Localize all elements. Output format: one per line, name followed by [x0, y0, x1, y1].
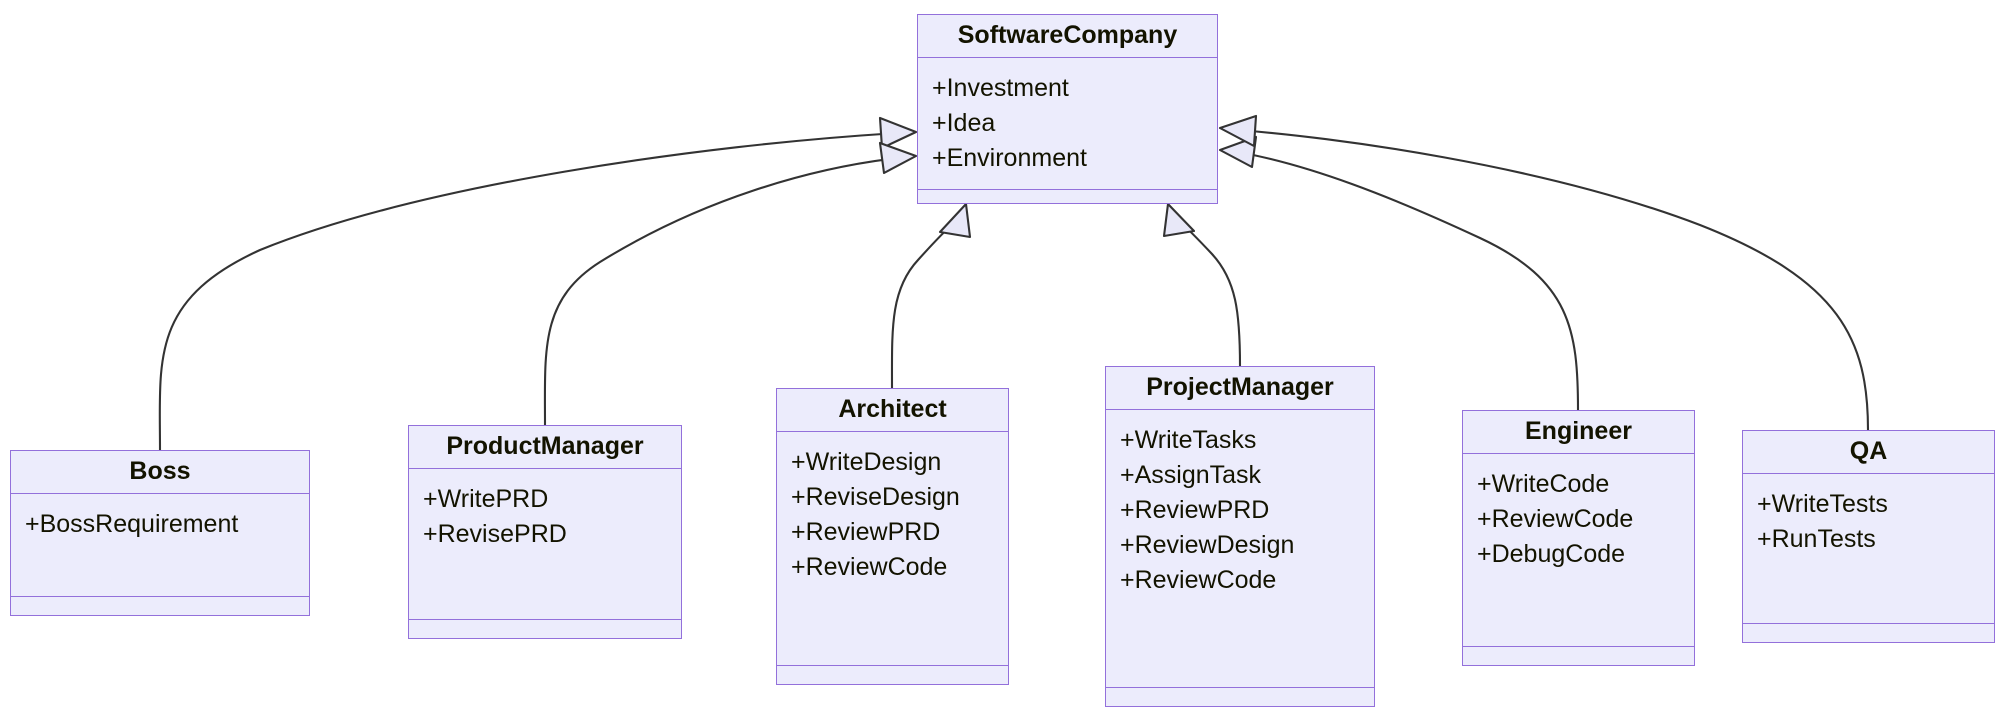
edge-productmanager-to-softwarecompany: [543, 156, 900, 427]
class-methods-qa: [1743, 624, 1994, 642]
class-methods-architect: [777, 666, 1008, 684]
class-attribute: +ReviewCode: [1120, 566, 1277, 595]
class-attribute: +ReviseDesign: [791, 483, 960, 512]
class-attributes-architect: +WriteDesign +ReviseDesign +ReviewPRD +R…: [777, 432, 1008, 666]
class-attribute: +ReviewDesign: [1120, 531, 1295, 560]
arrowhead-qa-inheritance: [1218, 114, 1258, 148]
class-attributes-software-company: +Investment +Idea +Environment: [918, 58, 1217, 191]
class-node-product-manager[interactable]: ProductManager +WritePRD +RevisePRD: [408, 425, 682, 639]
class-node-architect[interactable]: Architect +WriteDesign +ReviseDesign +Re…: [776, 388, 1009, 685]
class-methods-boss: [11, 597, 309, 615]
class-attribute: +RevisePRD: [423, 520, 567, 549]
class-title-boss: Boss: [11, 451, 309, 495]
class-attributes-engineer: +WriteCode +ReviewCode +DebugCode: [1463, 454, 1694, 647]
arrowhead-productmanager-inheritance: [878, 141, 918, 175]
class-node-qa[interactable]: QA +WriteTests +RunTests: [1742, 430, 1995, 643]
class-methods-product-manager: [409, 620, 681, 638]
class-title-engineer: Engineer: [1463, 411, 1694, 455]
class-attribute: +Environment: [932, 144, 1087, 173]
arrowhead-projectmanager-inheritance: [1162, 202, 1196, 238]
arrowhead-engineer-inheritance: [1218, 135, 1258, 169]
class-attributes-boss: +BossRequirement: [11, 494, 309, 597]
class-attribute: +Investment: [932, 74, 1069, 103]
class-attribute: +AssignTask: [1120, 461, 1262, 490]
class-attributes-product-manager: +WritePRD +RevisePRD: [409, 469, 681, 620]
arrowhead-architect-inheritance: [938, 202, 972, 239]
edge-architect-to-softwarecompany: [890, 220, 957, 390]
class-methods-engineer: [1463, 647, 1694, 665]
arrowhead-boss-inheritance: [878, 116, 918, 150]
class-attribute: +WritePRD: [423, 485, 549, 514]
class-attribute: +Idea: [932, 109, 996, 138]
class-title-project-manager: ProjectManager: [1106, 367, 1374, 411]
class-title-product-manager: ProductManager: [409, 426, 681, 470]
class-attribute: +DebugCode: [1477, 540, 1626, 569]
class-attributes-qa: +WriteTests +RunTests: [1743, 474, 1994, 624]
class-attributes-project-manager: +WriteTasks +AssignTask +ReviewPRD +Revi…: [1106, 410, 1374, 688]
class-title-software-company: SoftwareCompany: [918, 15, 1217, 59]
class-attribute: +WriteCode: [1477, 470, 1610, 499]
class-title-qa: QA: [1743, 431, 1994, 475]
class-methods-software-company: [918, 190, 1217, 208]
class-attribute: +WriteDesign: [791, 448, 942, 477]
class-attribute: +BossRequirement: [25, 510, 239, 539]
class-node-engineer[interactable]: Engineer +WriteCode +ReviewCode +DebugCo…: [1462, 410, 1695, 666]
class-attribute: +ReviewPRD: [791, 518, 941, 547]
class-attribute: +ReviewCode: [791, 553, 948, 582]
class-attribute: +WriteTasks: [1120, 426, 1257, 455]
class-title-architect: Architect: [777, 389, 1008, 433]
class-node-boss[interactable]: Boss +BossRequirement: [10, 450, 310, 616]
class-attribute: +ReviewPRD: [1120, 496, 1270, 525]
class-node-software-company[interactable]: SoftwareCompany +Investment +Idea +Envir…: [917, 14, 1218, 204]
class-attribute: +WriteTests: [1757, 490, 1888, 519]
class-attribute: +RunTests: [1757, 525, 1876, 554]
class-attribute: +ReviewCode: [1477, 505, 1634, 534]
class-node-project-manager[interactable]: ProjectManager +WriteTasks +AssignTask +…: [1105, 366, 1375, 707]
class-methods-project-manager: [1106, 688, 1374, 706]
edge-projectmanager-to-softwarecompany: [1178, 220, 1242, 368]
